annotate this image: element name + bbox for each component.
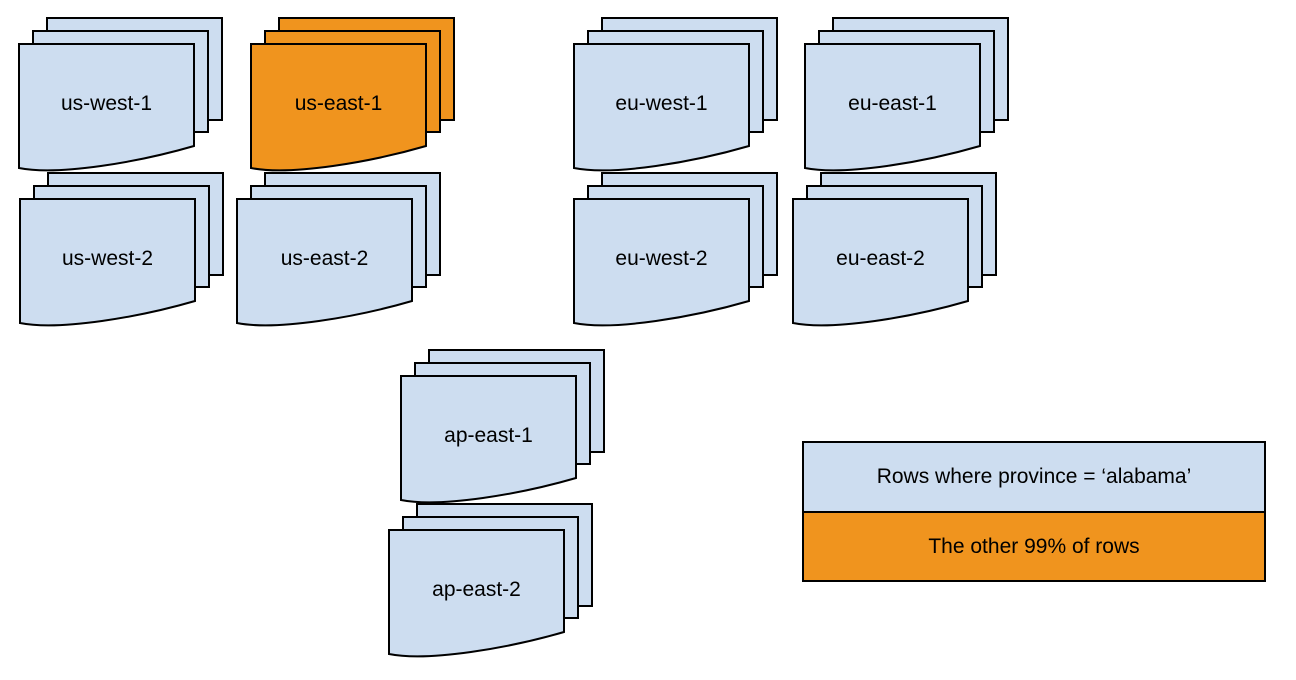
legend: Rows where province = ‘alabama’ The othe… bbox=[802, 441, 1266, 582]
document-stack-icon bbox=[19, 172, 224, 327]
region-stack-us-east-1: us-east-1 bbox=[250, 17, 456, 173]
region-stack-ap-east-2: ap-east-2 bbox=[388, 503, 594, 659]
region-label: ap-east-2 bbox=[432, 578, 521, 601]
region-stack-eu-west-1: eu-west-1 bbox=[573, 17, 779, 173]
region-label: us-west-1 bbox=[60, 92, 153, 115]
region-label: us-east-2 bbox=[280, 247, 369, 270]
region-label: us-west-2 bbox=[61, 247, 154, 270]
document-stack-icon bbox=[804, 17, 1009, 172]
document-stack-icon bbox=[18, 17, 223, 172]
region-stack-eu-east-2: eu-east-2 bbox=[792, 172, 998, 328]
region-label: eu-west-1 bbox=[615, 92, 708, 115]
region-label: eu-east-2 bbox=[836, 247, 925, 270]
document-stack-icon bbox=[236, 172, 441, 327]
legend-item-label: The other 99% of rows bbox=[928, 534, 1140, 558]
document-stack-icon bbox=[573, 172, 778, 327]
document-stack-icon bbox=[388, 503, 593, 658]
region-stack-us-west-1: us-west-1 bbox=[18, 17, 224, 173]
region-label: ap-east-1 bbox=[444, 424, 533, 447]
document-stack-icon bbox=[573, 17, 778, 172]
region-stack-eu-west-2: eu-west-2 bbox=[573, 172, 779, 328]
legend-item-other-rows: The other 99% of rows bbox=[804, 513, 1264, 580]
region-stack-eu-east-1: eu-east-1 bbox=[804, 17, 1010, 173]
region-label: eu-west-2 bbox=[615, 247, 708, 270]
legend-item-label: Rows where province = ‘alabama’ bbox=[876, 465, 1192, 488]
region-stack-us-west-2: us-west-2 bbox=[19, 172, 225, 328]
document-stack-icon bbox=[792, 172, 997, 327]
region-stack-ap-east-1: ap-east-1 bbox=[400, 349, 606, 505]
region-stack-us-east-2: us-east-2 bbox=[236, 172, 442, 328]
document-stack-icon bbox=[400, 349, 605, 504]
document-stack-icon bbox=[250, 17, 455, 172]
region-label: eu-east-1 bbox=[848, 92, 937, 115]
legend-item-alabama-rows: Rows where province = ‘alabama’ bbox=[804, 443, 1264, 513]
region-label: us-east-1 bbox=[294, 92, 383, 115]
